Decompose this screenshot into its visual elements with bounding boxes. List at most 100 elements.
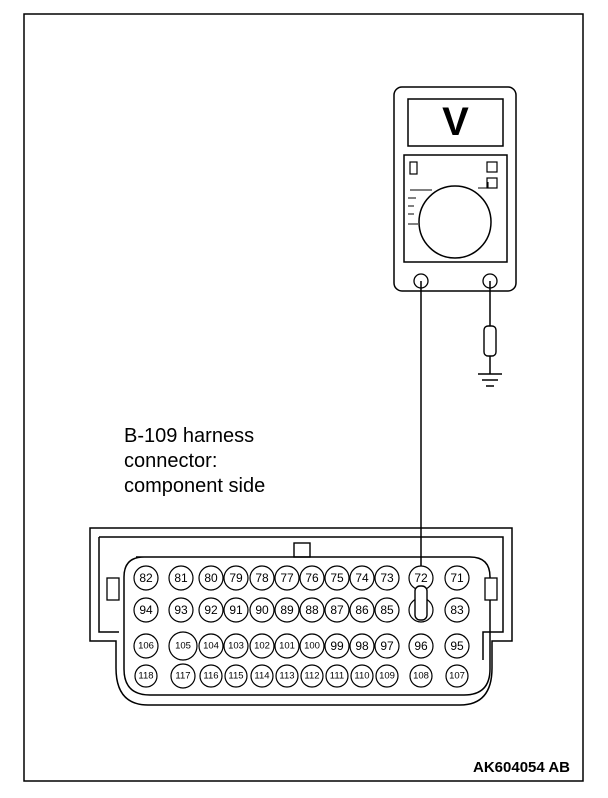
connector-pin-label: 83 <box>450 603 464 617</box>
connector-pin-label: 77 <box>280 571 294 585</box>
connector-pin <box>324 633 350 659</box>
connector-pin-label: 89 <box>280 603 294 617</box>
connector-pin <box>168 597 194 623</box>
connector-pin-label: 94 <box>139 603 153 617</box>
connector-pin-label: 81 <box>174 571 188 585</box>
connector-pin-label: 116 <box>203 671 218 682</box>
connector-pin <box>249 597 275 623</box>
connector-pin <box>374 597 400 623</box>
connector-latch-tab <box>293 542 311 558</box>
connector-face <box>123 556 491 696</box>
connector-pin <box>374 633 400 659</box>
connector-pin <box>133 633 159 659</box>
mode-switch-right-top <box>486 161 498 173</box>
multimeter-display <box>407 98 504 147</box>
connector-pin-label: 71 <box>450 571 464 585</box>
connector-pin-label: 74 <box>355 571 369 585</box>
connector-pin-label: 75 <box>330 571 344 585</box>
connector-pin-label: 100 <box>304 641 320 652</box>
connector-pin <box>349 633 375 659</box>
connector-side-key-right <box>484 577 498 601</box>
connector-housing-inner-left <box>98 537 119 633</box>
connector-pin-label: 82 <box>139 571 153 585</box>
connector-pin-label: 91 <box>229 603 243 617</box>
connector-pin <box>168 565 194 591</box>
connector-pin <box>223 597 249 623</box>
figure-id: AK604054 AB <box>473 759 570 776</box>
connector-pin-label: 115 <box>228 671 243 682</box>
connector-pin-label: 113 <box>279 671 294 682</box>
connector-pin-label: 78 <box>255 571 269 585</box>
connector-pin-label: 106 <box>138 641 154 652</box>
connector-pin <box>170 663 196 689</box>
connector-pin <box>249 633 275 659</box>
connector-pin-label: 79 <box>229 571 243 585</box>
voltage-mode-symbol: V <box>442 100 469 144</box>
connector-pin <box>299 597 325 623</box>
connector-pin <box>444 633 470 659</box>
multimeter: V <box>393 86 517 292</box>
connector-pin-label: 96 <box>414 639 428 653</box>
connector-pin <box>198 597 224 623</box>
connector-pin <box>223 565 249 591</box>
connector-pin-label: 103 <box>228 641 244 652</box>
connector-pin-label: 105 <box>175 641 191 652</box>
ground-probe <box>483 281 497 374</box>
connector-caption-line1: B-109 harness <box>124 425 254 447</box>
connector-pin-label: 99 <box>330 639 344 653</box>
connector-caption-line2: connector: <box>124 450 217 472</box>
connector-pin <box>275 664 299 688</box>
connector-pin <box>223 633 249 659</box>
connector-pin <box>299 565 325 591</box>
connector-pin-label: 97 <box>380 639 394 653</box>
connector-pin-label: 117 <box>175 671 190 682</box>
connector-pin-label: 92 <box>204 603 218 617</box>
connector-pin-label: 95 <box>450 639 464 653</box>
connector-pin <box>375 664 399 688</box>
connector-caption-line3: component side <box>124 475 265 497</box>
probe-tip-in-pin <box>414 585 428 621</box>
connector-pin-label: 73 <box>380 571 394 585</box>
connector-pin-label: 88 <box>305 603 319 617</box>
connector-pin <box>168 631 198 661</box>
connector-pin <box>409 664 433 688</box>
connector-pin <box>274 565 300 591</box>
connector-pin <box>134 664 158 688</box>
connector-pin-label: 80 <box>204 571 218 585</box>
connector-pin-label: 118 <box>138 671 153 682</box>
connector-pin <box>224 664 248 688</box>
connector-pin <box>444 597 470 623</box>
connector-pin <box>408 633 434 659</box>
connector-pin-label: 104 <box>203 641 219 652</box>
connector-pin <box>374 565 400 591</box>
mode-switch-left <box>409 161 418 175</box>
connector-pin <box>249 565 275 591</box>
connector-pin-label: 87 <box>330 603 344 617</box>
connector-pin-label: 107 <box>449 671 465 682</box>
ground-probe-clip <box>483 325 497 357</box>
connector-pin <box>325 664 349 688</box>
connector-side-key-left <box>106 577 120 601</box>
connector-pin-label: 85 <box>380 603 394 617</box>
connector-pin <box>274 597 300 623</box>
connector-pin <box>199 664 223 688</box>
connector-pin <box>299 633 325 659</box>
connector-pin <box>324 597 350 623</box>
connector-pin <box>349 597 375 623</box>
ground-symbol <box>478 373 502 387</box>
connector-pin <box>198 565 224 591</box>
connector-pin-label: 111 <box>330 671 344 682</box>
connector-pin-label: 108 <box>413 671 429 682</box>
figure-frame <box>23 13 584 782</box>
connector-pin-label: 112 <box>304 671 319 682</box>
connector-pin <box>274 633 300 659</box>
connector-pin-label: 109 <box>379 671 395 682</box>
connector-pin-label: 93 <box>174 603 188 617</box>
connector-pin-label: 102 <box>254 641 270 652</box>
connector-pin-label: 90 <box>255 603 269 617</box>
connector-pin <box>324 565 350 591</box>
connector-pin <box>300 664 324 688</box>
connector-pin <box>133 565 159 591</box>
